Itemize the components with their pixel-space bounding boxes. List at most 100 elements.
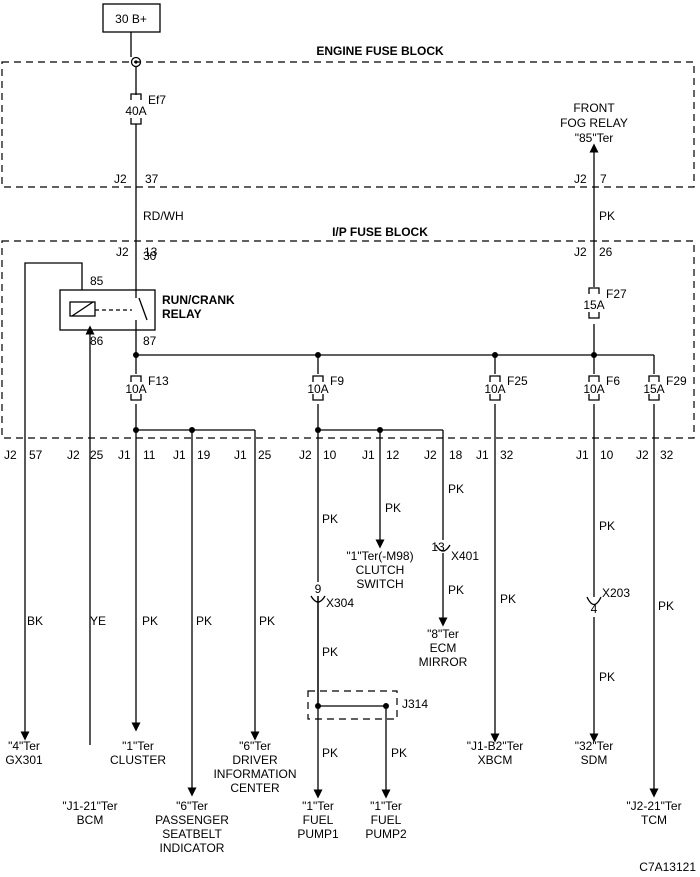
svg-text:ECM: ECM	[430, 641, 457, 655]
svg-text:"8"Ter: "8"Ter	[427, 627, 459, 641]
wire-x304-lower: PK	[322, 645, 338, 659]
svg-text:INFORMATION: INFORMATION	[213, 767, 296, 781]
svg-text:DRIVER: DRIVER	[232, 753, 278, 767]
svg-text:32: 32	[500, 448, 514, 462]
relay-pin-85: 85	[90, 274, 104, 288]
svg-text:J2: J2	[424, 448, 437, 462]
wire-x304-upper: PK	[322, 512, 338, 526]
dest-seatbelt: "6"Ter PASSENGER SEATBELT INDICATOR	[155, 799, 229, 855]
fog-relay-line3: "85"Ter	[575, 131, 614, 145]
power-source-box	[102, 3, 161, 33]
dest-sdm: "32"Ter SDM	[575, 739, 614, 767]
svg-text:TCM: TCM	[641, 813, 667, 827]
svg-text:"1"Ter: "1"Ter	[122, 739, 154, 753]
svg-text:19: 19	[197, 448, 211, 462]
svg-text:CLUTCH: CLUTCH	[356, 563, 405, 577]
svg-text:J2: J2	[299, 448, 312, 462]
svg-text:10: 10	[323, 448, 337, 462]
figure-id: C7A13121	[639, 860, 696, 874]
svg-text:J2: J2	[4, 448, 17, 462]
svg-text:F9: F9	[330, 374, 344, 388]
svg-text:SWITCH: SWITCH	[356, 577, 403, 591]
svg-text:X401: X401	[451, 549, 479, 563]
svg-text:X203: X203	[602, 586, 630, 600]
wire-xbcm: PK	[500, 592, 516, 606]
connector-x304: 9 X304	[310, 582, 354, 610]
fuse-ef7-rating: 40A	[125, 104, 146, 118]
svg-text:25: 25	[258, 448, 272, 462]
svg-text:SDM: SDM	[581, 753, 608, 767]
pin-j1-19: J1 19	[173, 448, 211, 462]
dest-bcm: "J1-21"Ter BCM	[62, 799, 117, 827]
dest-pump2: "1"Ter FUEL PUMP2	[365, 799, 407, 841]
engine-fuse-block-label: ENGINE FUSE BLOCK	[316, 44, 444, 58]
svg-text:9: 9	[315, 582, 322, 596]
svg-text:FUEL: FUEL	[371, 813, 402, 827]
engine-feed-connector: J2	[114, 172, 127, 186]
svg-text:MIRROR: MIRROR	[419, 655, 468, 669]
dest-ecm: "8"Ter ECM MIRROR	[419, 627, 468, 669]
svg-text:32: 32	[660, 448, 674, 462]
fuse-f27: 15A F27	[583, 287, 627, 324]
fog-feed-wire-color: PK	[599, 209, 615, 223]
pin-j1-10: J1 10	[576, 448, 614, 462]
svg-text:"1"Ter: "1"Ter	[302, 799, 334, 813]
relay-label-line2: RELAY	[162, 307, 202, 321]
svg-text:FUEL: FUEL	[303, 813, 334, 827]
svg-text:"32"Ter: "32"Ter	[575, 739, 614, 753]
relay-switch-contact	[138, 297, 148, 321]
svg-text:15A: 15A	[643, 382, 664, 396]
svg-text:F13: F13	[148, 374, 169, 388]
fuse-f9: 10A F9	[307, 374, 344, 404]
fuse-f29: 15A F29	[643, 374, 687, 404]
ip-feed-connector: J2	[116, 245, 129, 259]
wire-x203-lower: PK	[599, 670, 615, 684]
svg-text:J1: J1	[576, 448, 589, 462]
svg-text:18: 18	[449, 448, 463, 462]
dest-clutch: "1"Ter(-M98) CLUTCH SWITCH	[346, 549, 413, 591]
svg-text:15A: 15A	[583, 298, 604, 312]
dest-gx301: "4"Ter GX301	[5, 739, 43, 767]
relay-pin-30: 30	[143, 249, 157, 263]
svg-text:"J1-B2"Ter: "J1-B2"Ter	[467, 739, 524, 753]
connector-x203: 4 X203	[586, 586, 630, 617]
ip-fog-connector: J2	[574, 245, 587, 259]
svg-text:10: 10	[600, 448, 614, 462]
svg-text:J2: J2	[67, 448, 80, 462]
wire-x203-upper: PK	[599, 519, 615, 533]
svg-text:25: 25	[90, 448, 104, 462]
wire-pump1: PK	[322, 746, 338, 760]
svg-text:J2: J2	[636, 448, 649, 462]
svg-text:J1: J1	[173, 448, 186, 462]
svg-text:10A: 10A	[484, 382, 505, 396]
fuse-f13: 10A F13	[125, 374, 169, 404]
wire-ye: YE	[90, 614, 106, 628]
run-crank-relay-box	[59, 289, 156, 331]
svg-text:INDICATOR: INDICATOR	[160, 841, 225, 855]
svg-text:CLUSTER: CLUSTER	[110, 753, 166, 767]
svg-text:13: 13	[431, 540, 445, 554]
wire-pump2: PK	[391, 746, 407, 760]
fuse-f6: 10A F6	[583, 374, 620, 404]
svg-text:PUMP2: PUMP2	[365, 827, 407, 841]
fog-relay-line1: FRONT	[573, 101, 615, 115]
wire-clutch: PK	[385, 501, 401, 515]
svg-text:X304: X304	[326, 596, 354, 610]
wire-x401-upper: PK	[448, 482, 464, 496]
svg-text:J1: J1	[118, 448, 131, 462]
wire-bk: BK	[27, 614, 43, 628]
connector-x401: 13 X401	[431, 540, 479, 563]
svg-text:F27: F27	[606, 287, 627, 301]
wire-dic: PK	[259, 614, 275, 628]
svg-text:F6: F6	[606, 374, 620, 388]
fog-relay-line2: FOG RELAY	[560, 116, 628, 130]
svg-text:"J1-21"Ter: "J1-21"Ter	[62, 799, 117, 813]
power-source-label: 30 B+	[115, 12, 147, 26]
fuse-ef7-id: Ef7	[148, 93, 166, 107]
main-feed-wire-color: RD/WH	[143, 209, 184, 223]
svg-text:"6"Ter: "6"Ter	[176, 799, 208, 813]
